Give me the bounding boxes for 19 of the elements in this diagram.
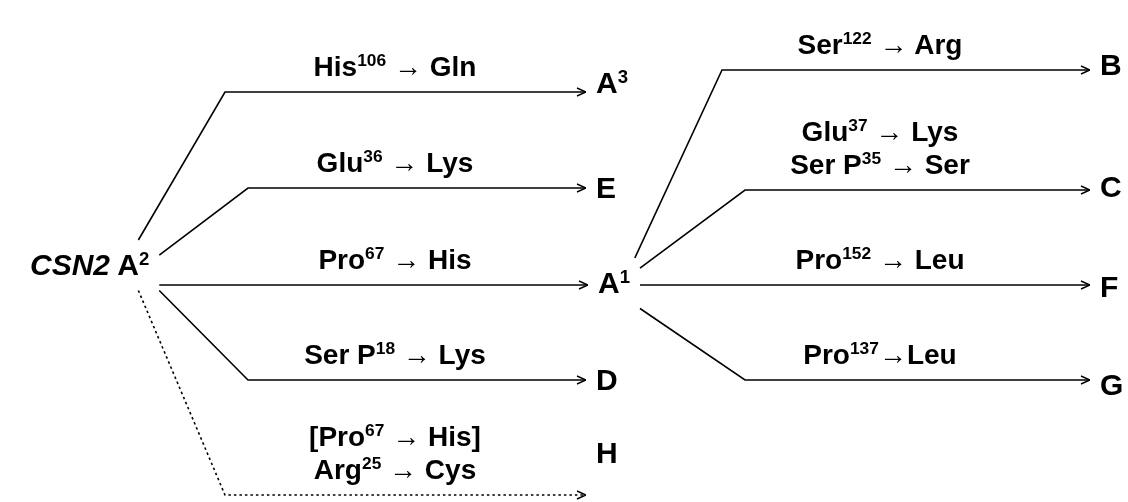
variant-label: A$^{1}$ xyxy=(588,258,640,309)
variant-label: E xyxy=(586,163,626,214)
variant-label: F xyxy=(1090,262,1128,313)
arrow xyxy=(639,280,1091,290)
variant-label: C xyxy=(1090,162,1128,213)
arrow xyxy=(158,183,587,256)
variant-label: D xyxy=(586,355,628,406)
arrow xyxy=(639,185,1091,269)
variant-label: A$^{3}$ xyxy=(586,58,638,109)
variant-label: B xyxy=(1090,40,1128,91)
variant-label: H xyxy=(586,428,628,500)
arrow xyxy=(634,65,1091,259)
gene-variant-label: CSN2 A$^{2}$ xyxy=(20,240,160,291)
arrow xyxy=(158,289,587,385)
arrow xyxy=(639,307,1091,385)
arrow xyxy=(158,280,589,290)
arrow xyxy=(137,87,587,241)
variant-label: G xyxy=(1090,360,1128,411)
arrow xyxy=(137,289,587,500)
